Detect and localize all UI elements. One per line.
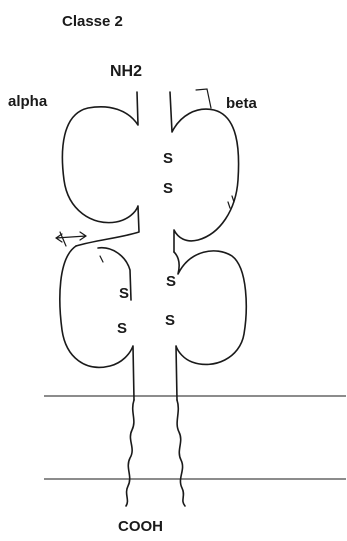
beta-chain-label: beta: [226, 95, 258, 112]
disulfide-s-beta2-bottom: S: [165, 312, 175, 329]
diagram-title: Classe 2: [62, 13, 123, 30]
alpha-chain-label: alpha: [8, 93, 48, 110]
disulfide-s-alpha2-top: S: [119, 285, 129, 302]
beta-transmembrane-segment: [177, 400, 185, 506]
domain-boundary-arrow: [56, 236, 86, 238]
disulfide-s-beta2-top: S: [166, 273, 176, 290]
beta2-domain: [174, 251, 246, 400]
disulfide-s-beta1-bottom: S: [163, 180, 173, 197]
alpha1-domain: [62, 92, 139, 246]
arrow-tick: [60, 232, 66, 246]
beta-pointer-bracket: [196, 89, 211, 108]
disulfide-s-beta1-top: S: [163, 150, 173, 167]
c-terminus-label: COOH: [118, 518, 163, 535]
disulfide-s-alpha2-bottom: S: [117, 320, 127, 337]
tick-mark: [100, 256, 103, 262]
beta1-domain: [170, 92, 239, 252]
n-terminus-label: NH2: [110, 63, 142, 80]
alpha-transmembrane-segment: [126, 400, 134, 506]
